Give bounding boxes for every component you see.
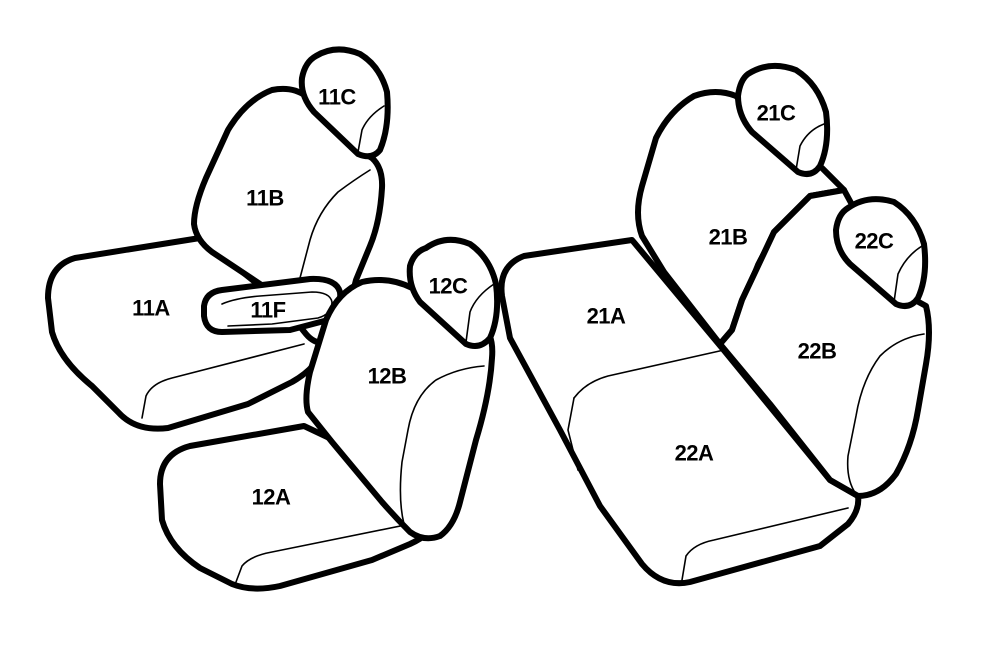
label-21b: 21B bbox=[709, 225, 748, 250]
seat-22a-front-panel bbox=[681, 507, 849, 581]
label-22c: 22C bbox=[855, 229, 894, 254]
seat-22b-side-panel bbox=[846, 333, 925, 495]
seat-22c-headrest bbox=[833, 196, 929, 309]
seat-11c-side-panel bbox=[357, 105, 385, 153]
label-12b: 12B bbox=[368, 364, 407, 389]
label-12c: 12C bbox=[429, 274, 468, 299]
label-11a: 11A bbox=[132, 296, 170, 321]
label-22a: 22A bbox=[675, 441, 714, 466]
seat-11c-headrest bbox=[298, 46, 391, 160]
label-11f: 11F bbox=[250, 298, 285, 323]
seat-11 bbox=[45, 46, 391, 432]
seat-12c-headrest bbox=[406, 236, 501, 349]
seat-12c-side-panel bbox=[465, 283, 495, 343]
seat-21c-headrest bbox=[735, 62, 831, 177]
label-11b: 11B bbox=[246, 186, 284, 211]
seat-21a-22a-seam bbox=[573, 349, 725, 399]
label-12a: 12A bbox=[252, 485, 291, 510]
seat-22a-left-edge bbox=[567, 397, 579, 471]
seat-12a-front-panel bbox=[235, 521, 421, 583]
seat-11b-backrest bbox=[191, 85, 386, 346]
seat-11b-side-panel bbox=[299, 169, 371, 279]
seat-11a-front-panel bbox=[141, 343, 305, 419]
seat-22c-side-panel bbox=[893, 245, 923, 303]
seat-12 bbox=[157, 236, 501, 592]
seat-12b-backrest bbox=[303, 277, 496, 542]
label-21c: 21C bbox=[757, 101, 796, 126]
label-11c: 11C bbox=[318, 85, 356, 110]
seat-21c-side-panel bbox=[795, 123, 825, 171]
seat-12b-side-panel bbox=[399, 365, 485, 525]
rear-bench bbox=[498, 62, 932, 587]
label-22b: 22B bbox=[798, 339, 837, 364]
seat-21a-22a-cushion bbox=[498, 237, 862, 587]
label-21a: 21A bbox=[587, 304, 626, 329]
